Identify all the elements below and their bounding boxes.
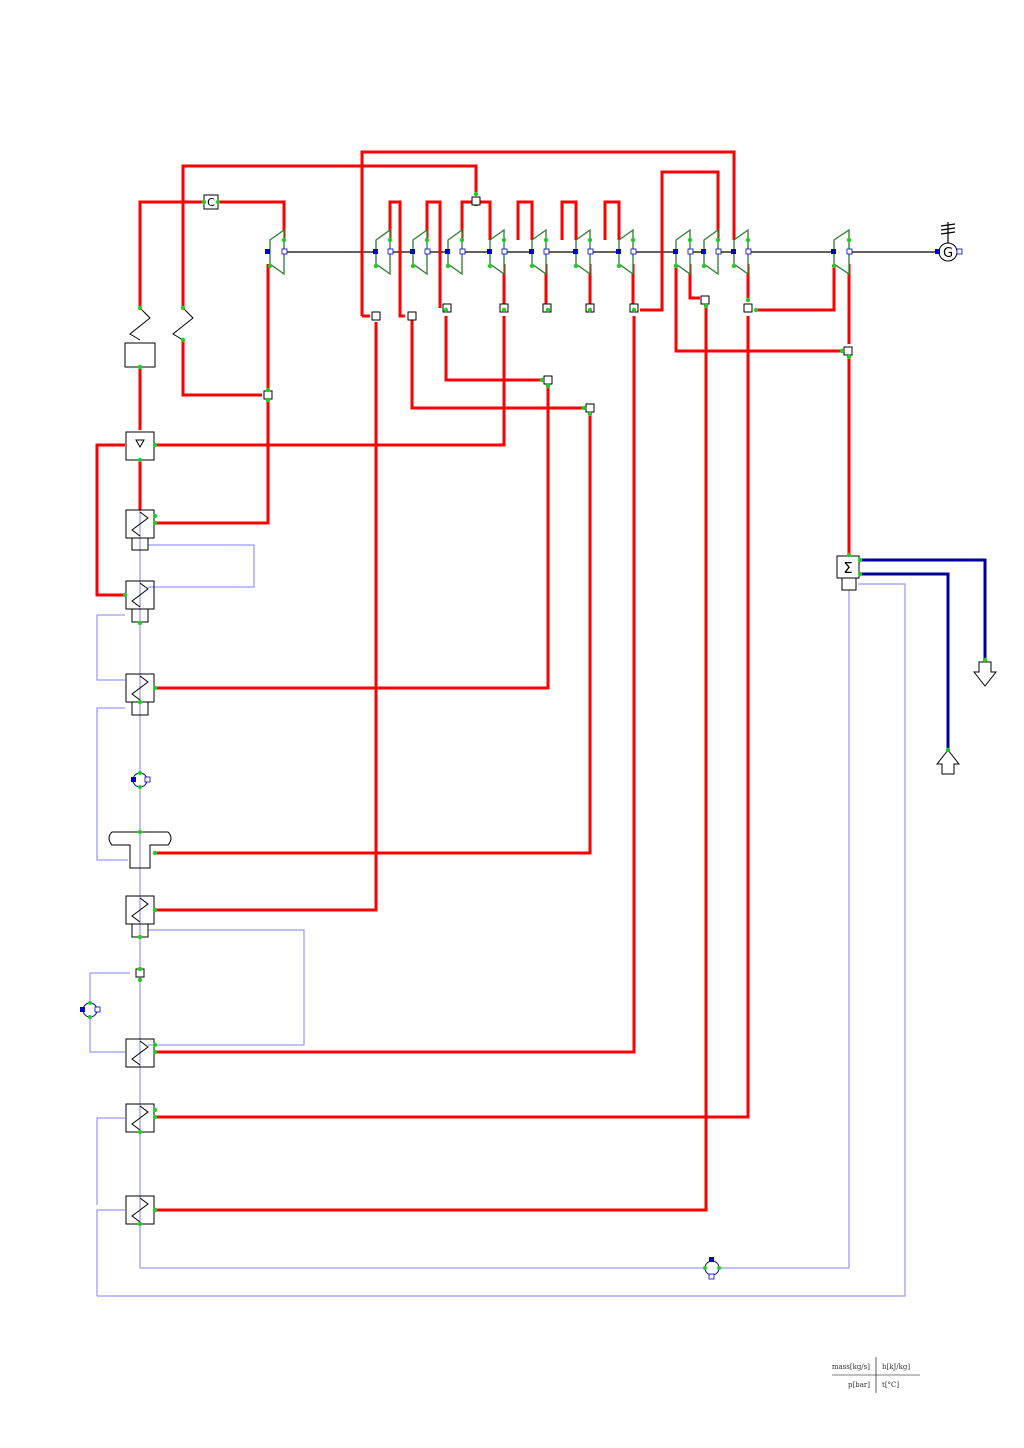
mixer-2 [585,403,595,413]
turbine-stage-6 [575,228,591,276]
turbine-stage-9 [703,228,719,276]
pump-1 [131,771,151,789]
mixer-1 [543,375,553,385]
cooling-water-inlet-arrow [935,749,961,775]
mixer-lp [843,346,853,356]
turbine-stage-lp [833,228,850,276]
legend-enthalpy: h[kJ/kg] [882,1363,910,1371]
turbine-stage-5 [531,228,547,276]
deaerator [108,831,172,869]
legend-temperature: t[°C] [882,1381,899,1389]
turbine-stage-2 [412,228,428,276]
turbine-stage-hp [269,228,285,276]
turbine-stage-8 [675,228,691,276]
splitter-top [471,196,481,206]
turbine-stage-4 [489,228,505,276]
boiler-drum [124,342,156,368]
splitter-8 [700,295,710,305]
cooling-water-outlet-arrow [972,661,998,687]
cooling-water-lines [860,558,987,750]
turbine-stage-10 [733,228,749,276]
generator: G [935,222,963,262]
condenser: Σ [836,555,860,591]
turbine-stage-7 [618,228,634,276]
pump-2 [80,1001,101,1019]
heater-1 [125,431,155,461]
splitter-9 [743,303,753,313]
generator-letter: G [943,246,953,261]
condenser-symbol: Σ [843,559,852,577]
pumps [80,771,721,1280]
turbine-stage-3 [447,228,463,276]
turbine-stage-1 [375,228,391,276]
turbine-stages [269,228,850,276]
boiler [124,307,194,368]
stream-ports [122,191,988,1227]
feedwater-lines [89,460,906,1297]
shaft-ports [265,248,853,255]
legend-pressure: p[bar] [848,1381,870,1389]
mixer-reheat [263,390,273,400]
legend-box: mass[kg/s] h[kJ/kg] p[bar] t[°C] [832,1357,920,1393]
splitter-2 [407,311,417,321]
steam-lines [95,150,851,1212]
splitter-3 [442,303,452,313]
pump-3 [703,1257,721,1280]
compressor-letter: C [207,196,215,209]
legend-mass: mass[kg/s] [832,1363,870,1371]
splitter-5 [542,303,552,313]
splitter-1 [371,311,381,321]
